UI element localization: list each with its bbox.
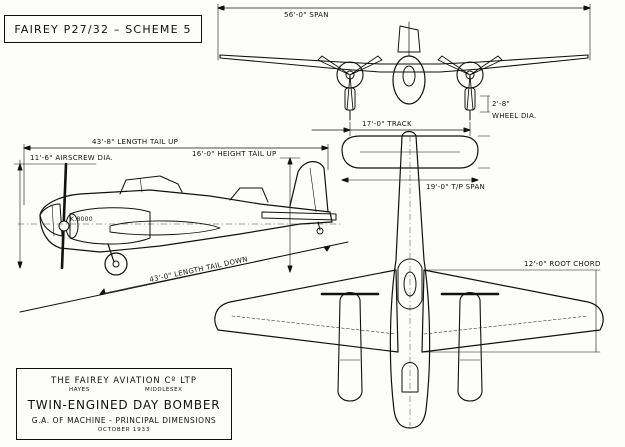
title-block: THE FAIREY AVIATION Cº LTP HAYES MIDDLES… xyxy=(16,368,232,440)
side-view xyxy=(13,143,349,313)
height-tail-up-label: 16'-0" HEIGHT TAIL UP xyxy=(192,150,277,158)
wheel-dia-value: 2'-8" xyxy=(492,100,510,108)
tailplane-span-label: 19'-0" T/P SPAN xyxy=(426,183,485,191)
location-right: MIDDLESEX xyxy=(145,387,183,393)
drawing-subheading: G.A. OF MACHINE - PRINCIPAL DIMENSIONS xyxy=(31,416,217,425)
span-dimension-label: 56'-0" SPAN xyxy=(284,11,329,19)
plan-view xyxy=(214,130,604,429)
drawing-date: OCTOBER 1933 xyxy=(97,427,151,433)
drawing-heading: TWIN-ENGINED DAY BOMBER xyxy=(27,398,221,412)
length-tail-down-label: 43'-0" LENGTH TAIL DOWN xyxy=(149,255,249,284)
fuselage-marking: K.8000 xyxy=(70,216,93,223)
root-chord-label: 12'-0" ROOT CHORD xyxy=(524,260,601,268)
track-dimension-label: 17'-0" TRACK xyxy=(362,120,412,128)
wheel-dia-label: WHEEL DIA. xyxy=(492,112,537,120)
company-name: THE FAIREY AVIATION Cº LTP xyxy=(51,376,197,386)
drawing-title: FAIREY P27/32 – SCHEME 5 xyxy=(4,15,202,43)
location-left: HAYES xyxy=(69,387,90,393)
front-view xyxy=(217,3,591,137)
airscrew-dia-label: 11'-6" AIRSCREW DIA. xyxy=(30,154,113,162)
length-tail-up-label: 43'-8" LENGTH TAIL UP xyxy=(92,138,178,146)
